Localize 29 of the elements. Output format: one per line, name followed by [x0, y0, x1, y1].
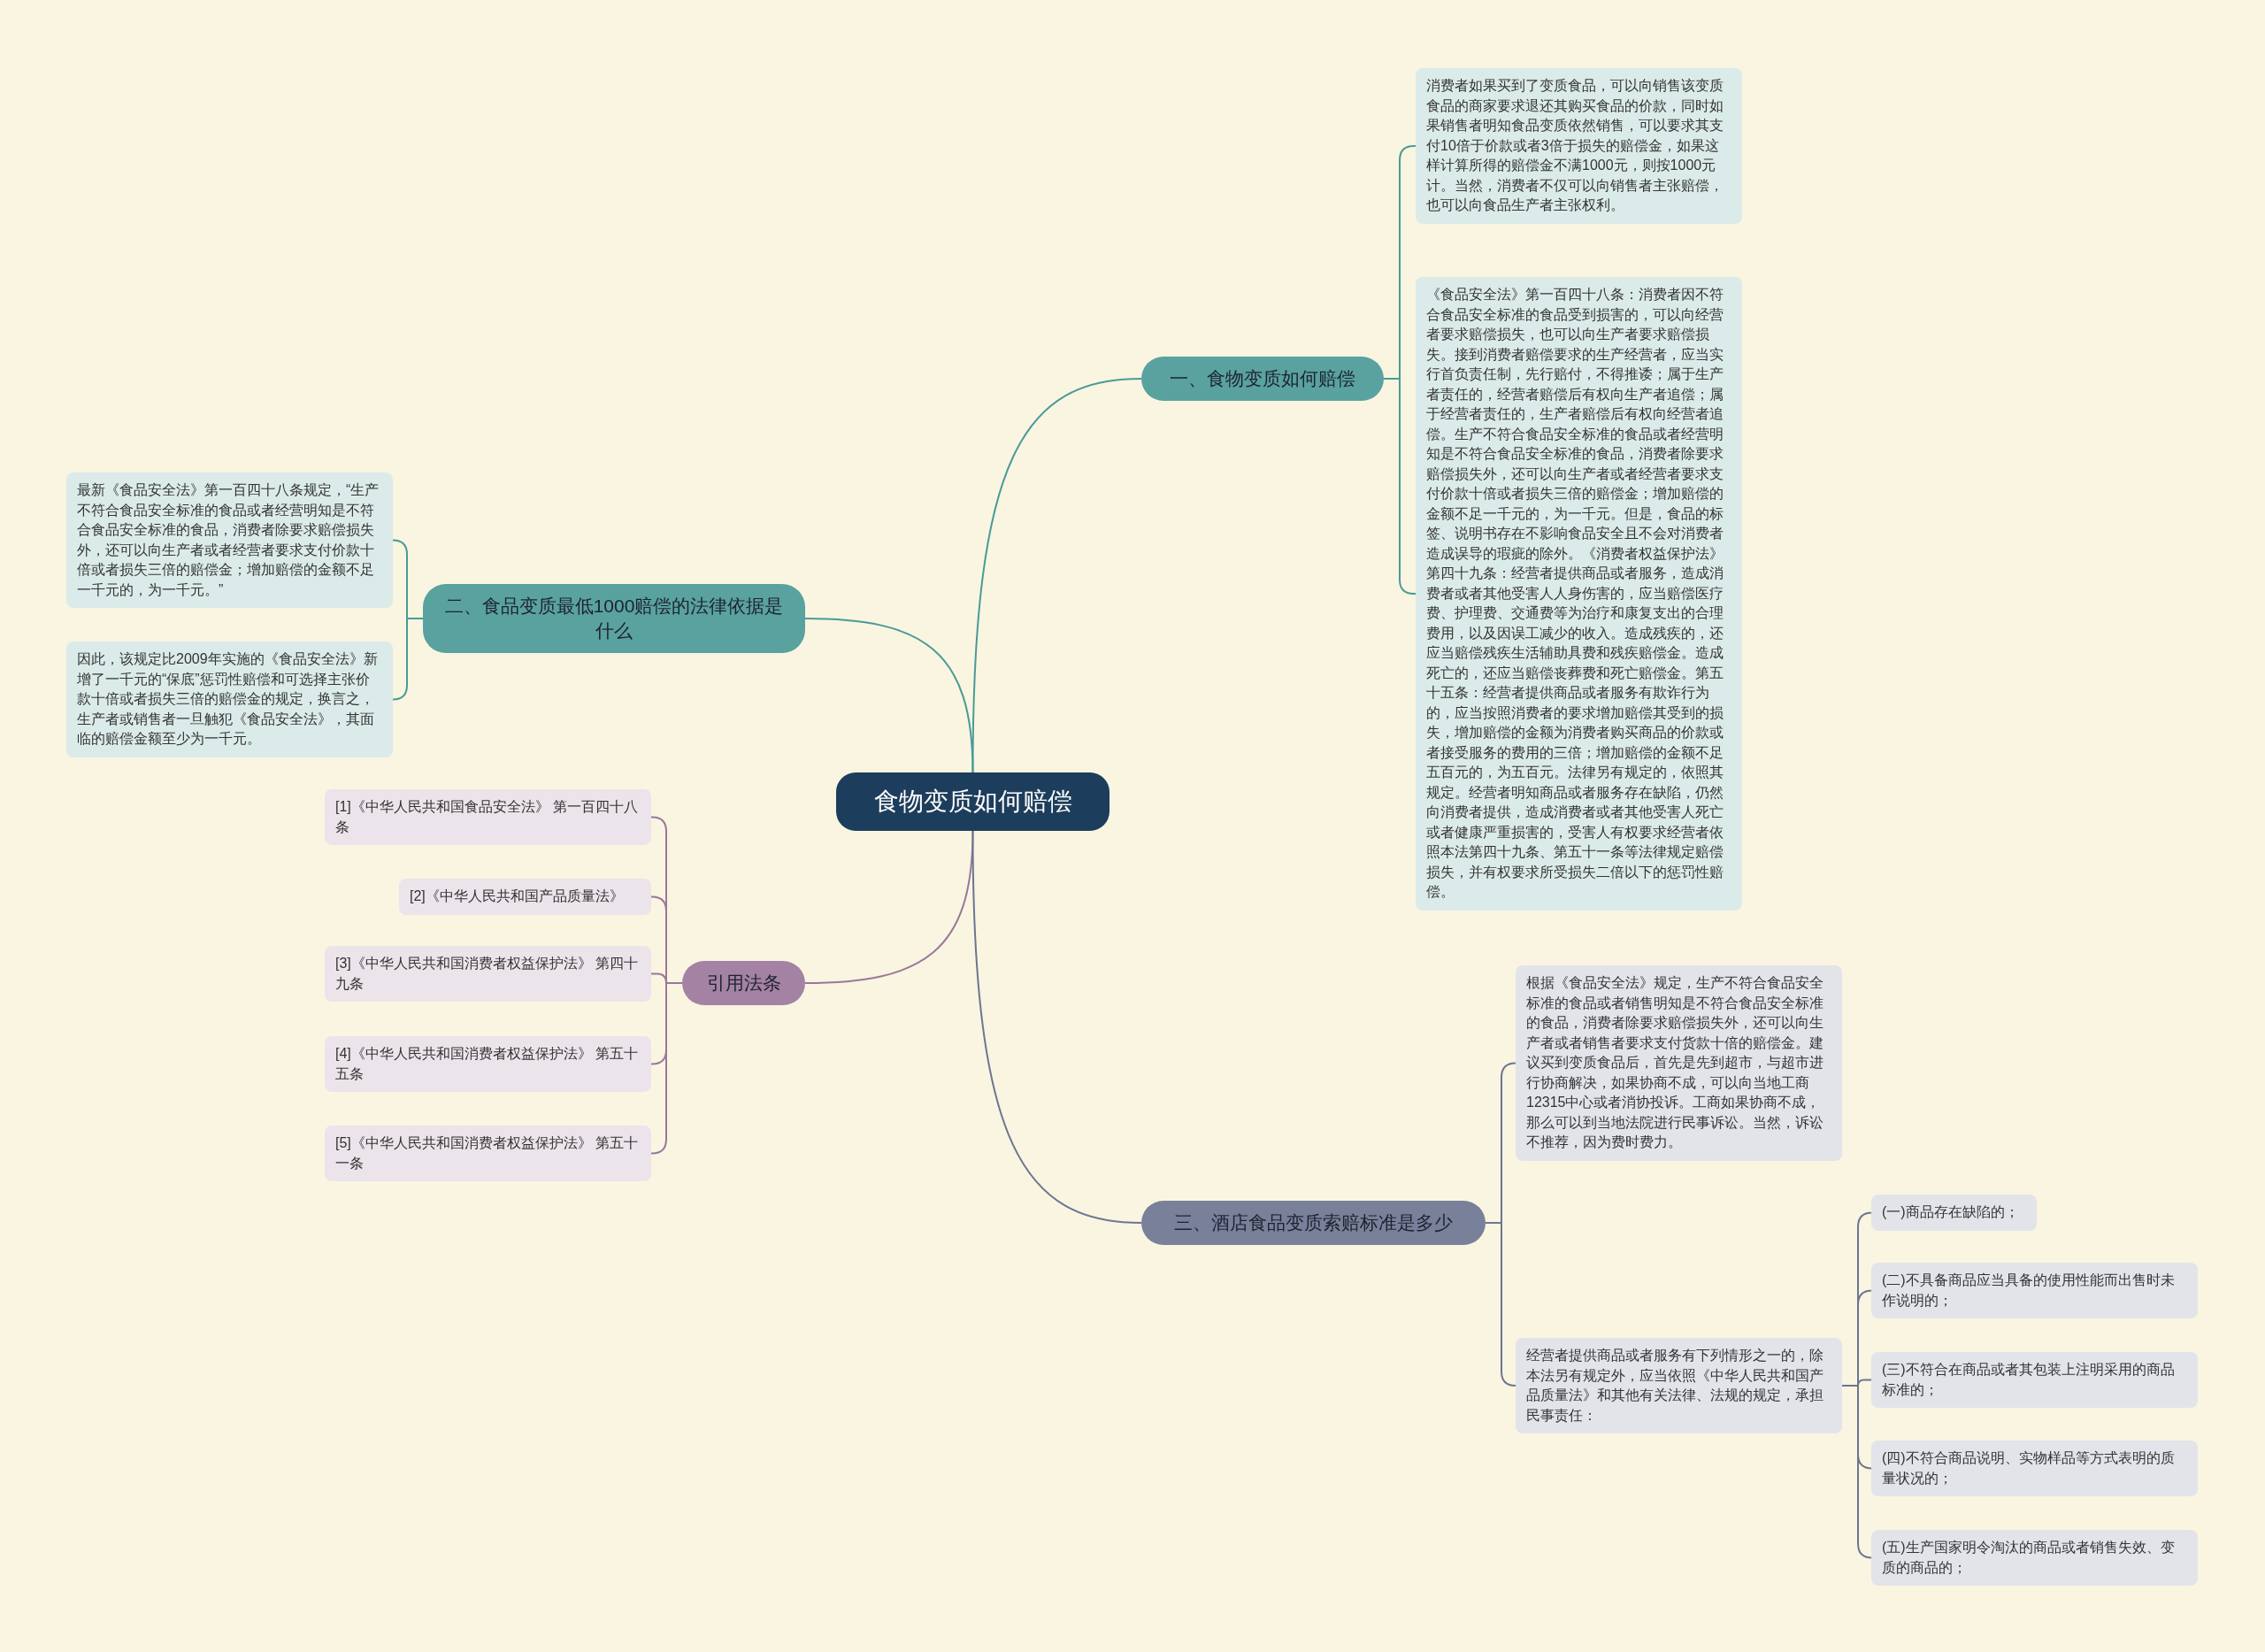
branch-topic: 一、食物变质如何赔偿 [1141, 357, 1384, 401]
connector [650, 982, 683, 1155]
text-card: [1]《中华人民共和国食品安全法》 第一百四十八条 [325, 789, 651, 845]
text-card: (三)不符合在商品或者其包装上注明采用的商品标准的； [1871, 1352, 2198, 1408]
text-card: (二)不具备商品应当具备的使用性能而出售时未作说明的； [1871, 1263, 2198, 1318]
branch-topic: 二、食品变质最低1000赔偿的法律依据是什么 [423, 584, 805, 653]
text-card: (五)生产国家明令淘汰的商品或者销售失效、变质的商品的； [1871, 1530, 2198, 1586]
text-card: 因此，该规定比2009年实施的《食品安全法》新增了一千元的“保底”惩罚性赔偿和可选择主张价款十倍或者损失三倍的赔偿金的规定，换言之，生产者或销售者一旦触犯《食品安全法》，其面临的赔偿金额至少为一千元。 [66, 642, 393, 757]
branch-topic: 引用法条 [682, 961, 805, 1005]
connector [804, 618, 974, 773]
text-card: [3]《中华人民共和国消费者权益保护法》 第四十九条 [325, 946, 651, 1002]
text-card: [5]《中华人民共和国消费者权益保护法》 第五十一条 [325, 1126, 651, 1181]
text-card: 根据《食品安全法》规定，生产不符合食品安全标准的食品或者销售明知是不符合食品安全标准的食品，消费者除要求赔偿损失外，还可以向生产者或者销售者要求支付货款十倍的赔偿金。建议买到变质食品后，首先是先到超市，与超市进行协商解决，如果协商不成，可以向当地工商12315中心或者消协投诉。工商如果协商不成，那么可以到当地法院进行民事诉讼。当然，诉讼不推荐，因为费时费力。 [1516, 965, 1842, 1161]
text-card: 最新《食品安全法》第一百四十八条规定，“生产不符合食品安全标准的食品或者经营明知是不符合食品安全标准的食品，消费者除要求赔偿损失外，还可以向生产者或者经营者要求支付价款十倍或者损失三倍的赔偿金；增加赔偿的金额不足一千元的，为一千元。” [66, 473, 393, 608]
text-card: [2]《中华人民共和国产品质量法》 [399, 879, 651, 915]
connector [971, 830, 1142, 1224]
text-card: 消费者如果买到了变质食品，可以向销售该变质食品的商家要求退还其购买食品的价款，同时如果销售者明知食品变质依然销售，可以要求其支付10倍于价款或者3倍于损失的赔偿金，如果这样计算所得的赔偿金不满1000元，则按1000元计。当然，消费者不仅可以向销售者主张赔偿，也可以向食品生产者主张权利。 [1416, 68, 1742, 224]
connector [392, 618, 424, 701]
connector [804, 830, 974, 984]
branch-topic: 三、酒店食品变质索赔标准是多少 [1141, 1201, 1486, 1245]
text-card: [4]《中华人民共和国消费者权益保护法》 第五十五条 [325, 1036, 651, 1092]
text-card: 经营者提供商品或者服务有下列情形之一的，除本法另有规定外，应当依照《中华人民共和国产品质量法》和其他有关法律、法规的规定，承担民事责任： [1516, 1338, 1842, 1433]
connector [1841, 1385, 1873, 1559]
text-card: (四)不符合商品说明、实物样品等方式表明的质量状况的； [1871, 1441, 2198, 1496]
text-card: (一)商品存在缺陷的； [1871, 1195, 2037, 1231]
connector [1383, 378, 1417, 595]
text-card: 《食品安全法》第一百四十八条：消费者因不符合食品安全标准的食品受到损害的，可以向经营者要求赔偿损失，也可以向生产者要求赔偿损失。接到消费者赔偿要求的生产经营者，应当实行首负责任制，先行赔付，不得推诿；属于生产者责任的，经营者赔偿后有权向生产者追偿；属于经营者责任的，生产者赔偿后有权向经营者追偿。生产不符合食品安全标准的食品或者经营明知是不符合食品安全标准的食品，消费者除要求赔偿损失外，还可以向生产者或者经营者要求支付价款十倍或者损失三倍的赔偿金；增加赔偿的金额不足一千元的，为一千元。但是，食品的标签、说明书存在不影响食品安全且不会对消费者造成误导的瑕疵的除外。《消费者权益保护法》第四十九条：经营者提供商品或者服务，造成消费者或者其他受害人人身伤害的，应当赔偿医疗费、护理费、交通费等为治疗和康复支出的合理费用，以及因误工减少的收入。造成残疾的，还应当赔偿残疾生活辅助具费和残疾赔偿金。造成死亡的，还应当赔偿丧葬费和死亡赔偿金。第五十五条：经营者提供商品或者服务有欺诈行为的，应当按照消费者的要求增加赔偿其受到的损失，增加赔偿的金额为消费者购买商品的价款或者接受服务的费用的三倍；增加赔偿的金额不足五百元的，为五百元。法律另有规定的，依照其规定。经营者明知商品或者服务存在缺陷，仍然向消费者提供，造成消费者或者其他受害人死亡或者健康严重损害的，受害人有权要求经营者依照本法第四十九条、第五十一条等法律规定赔偿损失，并有权要求所受损失二倍以下的惩罚性赔偿。 [1416, 277, 1742, 911]
central-topic: 食物变质如何赔偿 [836, 772, 1109, 831]
connector [1485, 1222, 1516, 1387]
